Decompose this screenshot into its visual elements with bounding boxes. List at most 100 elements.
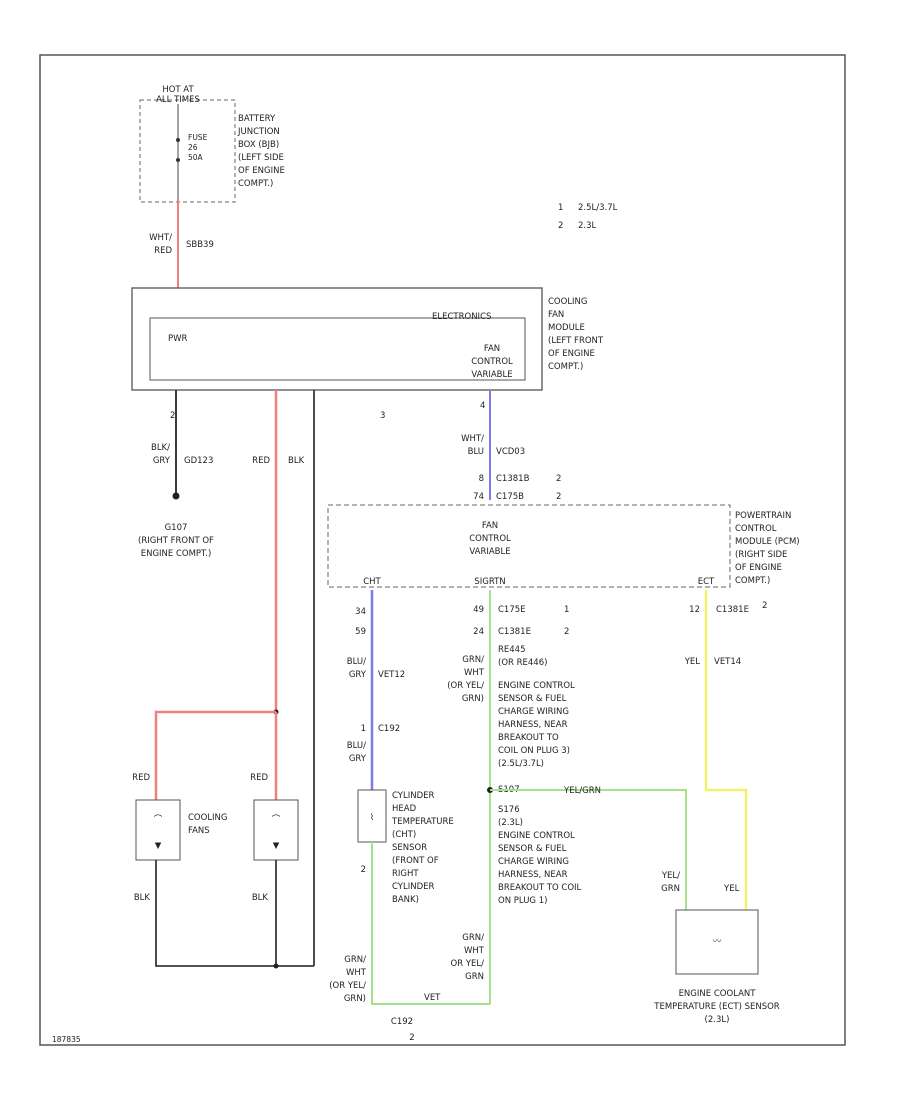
- hot-at-label: HOT AT: [162, 85, 194, 95]
- pcm-pin-sigrtn: SIGRTN: [474, 577, 505, 587]
- sigrtn-circuit: 49 C175E 1 24 C1381E 2 RE445 (OR RE446) …: [371, 590, 687, 1043]
- pcm-desc-4: OF ENGINE: [735, 563, 782, 573]
- sig-splice-desc-0: ENGINE CONTROL: [498, 681, 575, 691]
- left-cht-color2: WHT: [346, 968, 367, 978]
- pcm-pin-ect: ECT: [698, 577, 715, 587]
- cfm-desc-5: COMPT.): [548, 362, 583, 372]
- fan2-motor-icon: ⌒: [272, 815, 281, 825]
- all-times-label: ALL TIMES: [156, 95, 200, 105]
- fuse-label-3: 50A: [188, 153, 204, 162]
- cht-color3: BLU/: [347, 741, 366, 751]
- pcm-desc-0: POWERTRAIN: [735, 511, 791, 521]
- sig-splice-desc-6: (2.5L/3.7L): [498, 759, 544, 769]
- cfm-pin-mid: 3: [380, 411, 385, 421]
- sig-splice2-desc-5: ON PLUG 1): [498, 896, 547, 906]
- fuse-label-1: FUSE: [188, 133, 208, 142]
- cht-desc-3: (CHT): [392, 830, 416, 840]
- ect-wire-left2: GRN: [661, 884, 680, 894]
- ground-loc-1: (RIGHT FRONT OF: [138, 536, 214, 546]
- cht-circuit-id: VET12: [378, 670, 405, 680]
- fan-wire-blk: BLK: [288, 456, 305, 466]
- ctrl-conn1-pin: 8: [479, 474, 484, 484]
- sig-splice-desc-1: SENSOR & FUEL: [498, 694, 567, 704]
- cht-conn-pin: 1: [361, 724, 366, 734]
- sig-splice2-note: (2.3L): [498, 818, 523, 828]
- sig-bottom-conn-pin: 2: [409, 1033, 414, 1043]
- sig-splice2-desc-4: BREAKOUT TO COIL: [498, 883, 582, 893]
- ground-wire-circuit: GD123: [184, 456, 213, 466]
- ctrl-conn2-pin: 74: [473, 492, 484, 502]
- fan2-blk: BLK: [252, 893, 269, 903]
- legend-text-1: 2.5L/3.7L: [578, 203, 618, 213]
- fan2-diode-icon: ▼: [273, 841, 280, 851]
- sig-splice-desc-5: COIL ON PLUG 3): [498, 746, 570, 756]
- ctrl-wire-circuit: VCD03: [496, 447, 525, 457]
- cht-pin1: 34: [355, 607, 366, 617]
- cfm-fan-ctrl-2: CONTROL: [471, 357, 513, 367]
- electronics-label: ELECTRONICS: [432, 312, 491, 322]
- cht-pin-bottom: 2: [361, 865, 366, 875]
- sig-splice-desc-4: BREAKOUT TO: [498, 733, 559, 743]
- left-cht-color3: (OR YEL/: [329, 981, 366, 991]
- pcm-desc-2: MODULE (PCM): [735, 537, 800, 547]
- feed-wire-circuit: SBB39: [186, 240, 214, 250]
- sig-conn2-note: 2: [564, 627, 569, 637]
- fan2-red: RED: [250, 773, 268, 783]
- left-cht-wire: GRN/ WHT (OR YEL/ GRN): [329, 955, 367, 1004]
- cfm-pwr-label: PWR: [168, 334, 188, 344]
- sig-color1: GRN/: [462, 655, 484, 665]
- fan-wires: RED BLK: [154, 390, 315, 966]
- sig-splice2: S176: [498, 805, 520, 815]
- ctrl-conn2-note: 2: [556, 492, 561, 502]
- ground-wire-color1: BLK/: [151, 443, 170, 453]
- bjb-desc-1: JUNCTION: [237, 127, 280, 137]
- sig-color2: WHT: [464, 668, 485, 678]
- sig-circuit1: RE445: [498, 645, 526, 655]
- ground-wire: BLK/ GRY GD123 G107 (RIGHT FRONT OF ENGI…: [138, 390, 214, 559]
- battery-junction-box: HOT AT ALL TIMES FUSE 26 50A BATTERY JUN…: [139, 85, 285, 203]
- sig-sensor-ret: YEL/GRN: [563, 786, 601, 796]
- ect-circuit-id: VET14: [714, 657, 741, 667]
- footer-code: 187835: [52, 1035, 81, 1044]
- cht-circuit: 34 59 BLU/ GRY VET12 1 C192 BLU/ GRY: [347, 590, 405, 790]
- ground-loc-2: ENGINE COMPT.): [141, 549, 212, 559]
- cfm-fan-ctrl-3: VARIABLE: [471, 370, 512, 380]
- sig-color4: GRN): [462, 694, 484, 704]
- cooling-fans-label-1: COOLING: [188, 813, 228, 823]
- sig-circuit2: (OR RE446): [498, 658, 547, 668]
- sig-splice2-desc-3: HARNESS, NEAR: [498, 870, 568, 880]
- pcm-fan-ctrl-3: VARIABLE: [469, 547, 510, 557]
- bjb-desc-3: (LEFT SIDE: [238, 153, 284, 163]
- feed-wire-color1: WHT/: [149, 233, 172, 243]
- pcm-ect-note: 2: [762, 601, 767, 611]
- pcm-desc-1: CONTROL: [735, 524, 777, 534]
- diagram-frame: [39, 54, 846, 1046]
- cht-color2: GRY: [349, 670, 367, 680]
- cfm-pin-gnd: 2: [170, 411, 175, 421]
- cfm-desc-4: OF ENGINE: [548, 349, 595, 359]
- ctrl-wire-color1: WHT/: [461, 434, 484, 444]
- bjb-desc-5: COMPT.): [238, 179, 273, 189]
- ect-label-2: TEMPERATURE (ECT) SENSOR: [653, 1002, 780, 1012]
- sig-splice2-desc-2: CHARGE WIRING: [498, 857, 569, 867]
- cht-desc-0: CYLINDER: [392, 791, 434, 801]
- cooling-fan-module: ELECTRONICS PWR FAN CONTROL VARIABLE COO…: [131, 287, 604, 421]
- ground-wire-color2: GRY: [153, 456, 171, 466]
- pcm-ect-conn: C1381E: [716, 605, 749, 615]
- sig-pin1: 49: [473, 605, 484, 615]
- bjb-desc-4: OF ENGINE: [238, 166, 285, 176]
- sig-splice-desc-3: HARNESS, NEAR: [498, 720, 568, 730]
- fan1-red: RED: [132, 773, 150, 783]
- pcm-ect-pin: 12: [689, 605, 700, 615]
- cht-desc-2: TEMPERATURE: [391, 817, 454, 827]
- cfm-fan-ctrl-1: FAN: [484, 344, 500, 354]
- ect-label-3: (2.3L): [705, 1015, 730, 1025]
- cht-desc-5: (FRONT OF: [392, 856, 439, 866]
- cht-pin2: 59: [355, 627, 366, 637]
- cfm-desc-1: FAN: [548, 310, 564, 320]
- left-cht-color1: GRN/: [344, 955, 366, 965]
- pcm-pin-cht: CHT: [363, 577, 381, 587]
- bjb-desc-2: BOX (BJB): [238, 140, 279, 150]
- sig-bottom-conn: C192: [391, 1017, 413, 1027]
